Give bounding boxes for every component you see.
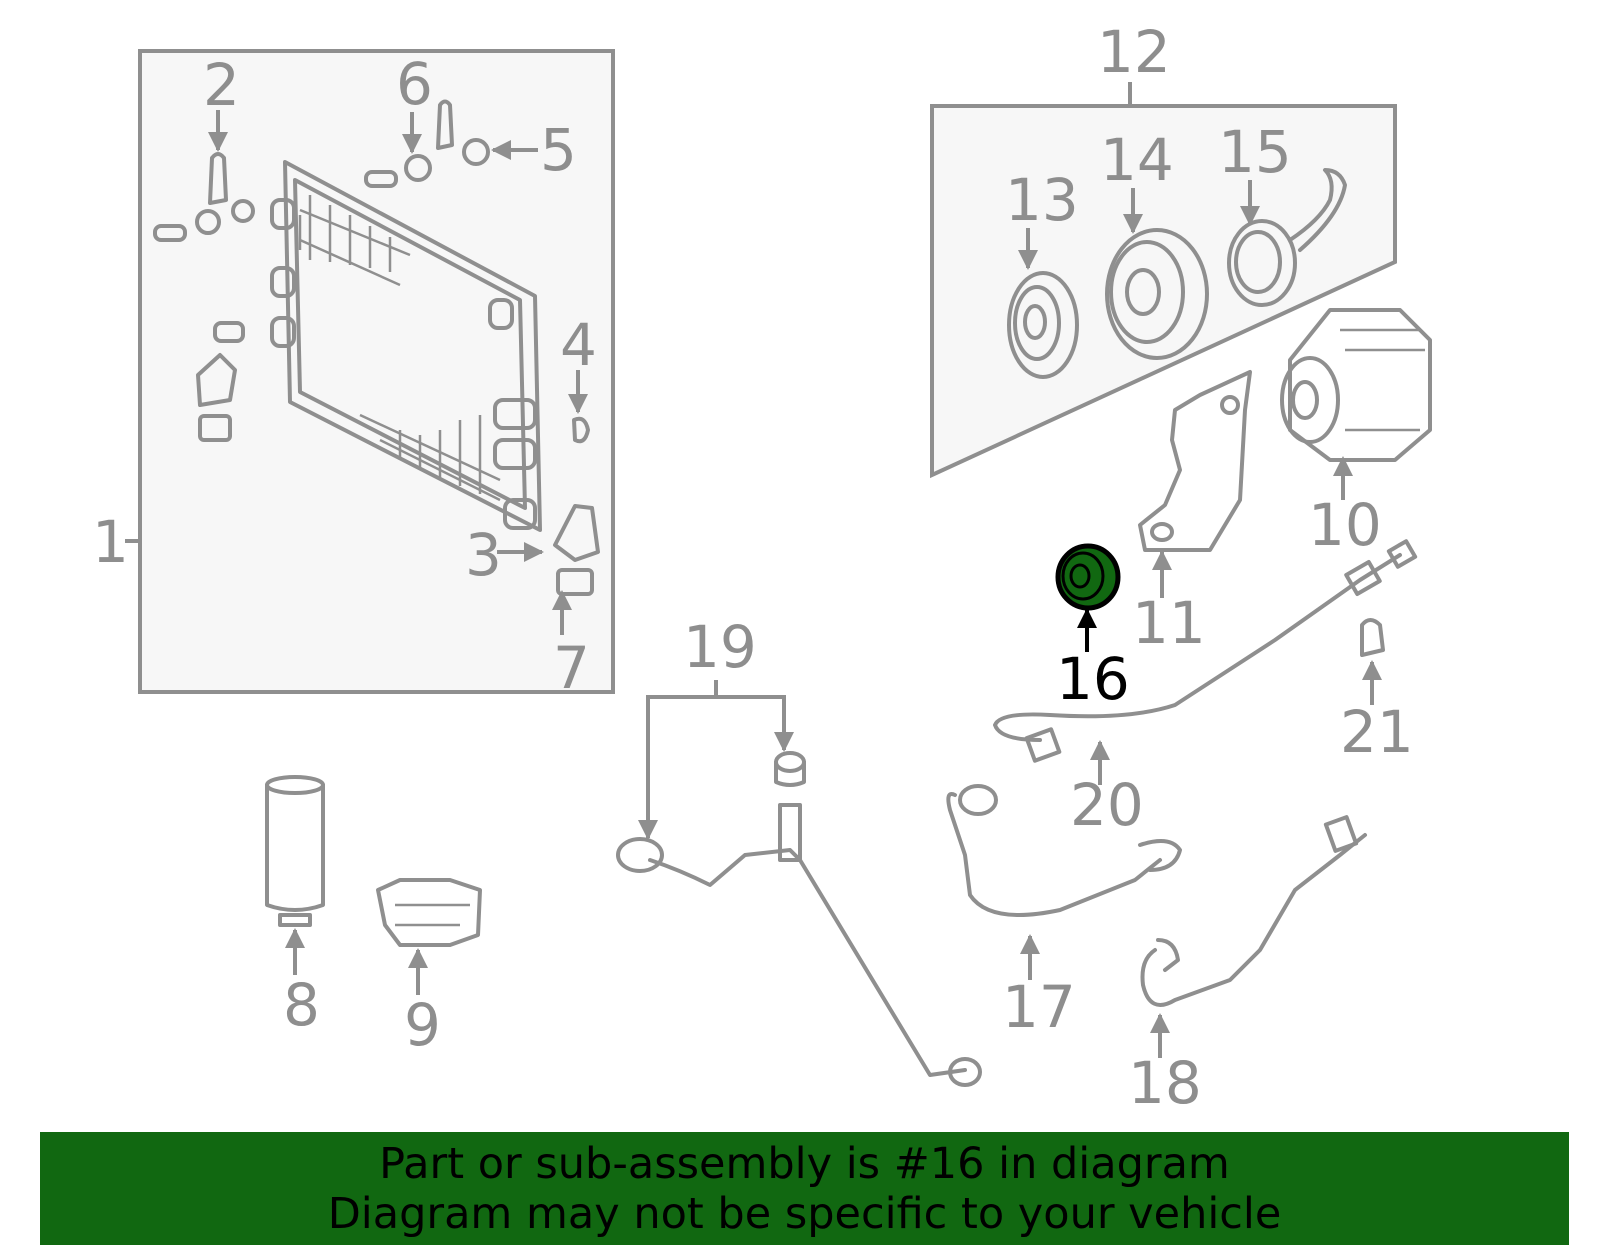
switch-21 (1360, 618, 1385, 657)
condenser-group-box (138, 49, 615, 694)
callout-14: 14 (1100, 126, 1174, 194)
hose-18 (1140, 815, 1367, 1007)
callout-18: 18 (1128, 1049, 1202, 1117)
condenser-part (270, 160, 542, 532)
callout-3: 3 (465, 521, 502, 589)
clutch-group-box (930, 104, 1397, 479)
condenser-hardware (153, 99, 600, 596)
callout-16: 16 (1056, 645, 1130, 713)
callout-20: 20 (1070, 771, 1144, 839)
callout-12: 12 (1097, 18, 1171, 86)
callout-1: 1 (92, 508, 129, 576)
callout-6: 6 (396, 50, 433, 118)
callout-10: 10 (1308, 491, 1382, 559)
hose-20 (993, 539, 1418, 763)
callout-15: 15 (1218, 118, 1292, 186)
callout-11: 11 (1132, 589, 1206, 657)
highlighted-pulley-part-16 (1055, 543, 1121, 611)
drier-bracket-9 (376, 878, 482, 947)
banner-line-2: Diagram may not be specific to your vehi… (327, 1188, 1282, 1239)
callout-9: 9 (404, 991, 441, 1059)
callout-2: 2 (203, 51, 240, 119)
callout-4: 4 (560, 311, 597, 379)
callout-7: 7 (553, 634, 590, 702)
compressor-part (1280, 308, 1432, 462)
hose-17 (946, 784, 1182, 917)
callout-8: 8 (283, 971, 320, 1039)
callout-19: 19 (683, 613, 757, 681)
clutch-parts (1007, 168, 1347, 379)
receiver-drier-8 (265, 775, 325, 927)
callout-13: 13 (1005, 166, 1079, 234)
banner-line-1: Part or sub-assembly is #16 in diagram (379, 1138, 1230, 1189)
callout-17: 17 (1002, 973, 1076, 1041)
pipe-19 (616, 751, 982, 1087)
callout-5: 5 (540, 116, 577, 184)
info-banner: Part or sub-assembly is #16 in diagram D… (40, 1132, 1569, 1245)
callout-21: 21 (1340, 698, 1414, 766)
bracket-part (1138, 370, 1252, 552)
